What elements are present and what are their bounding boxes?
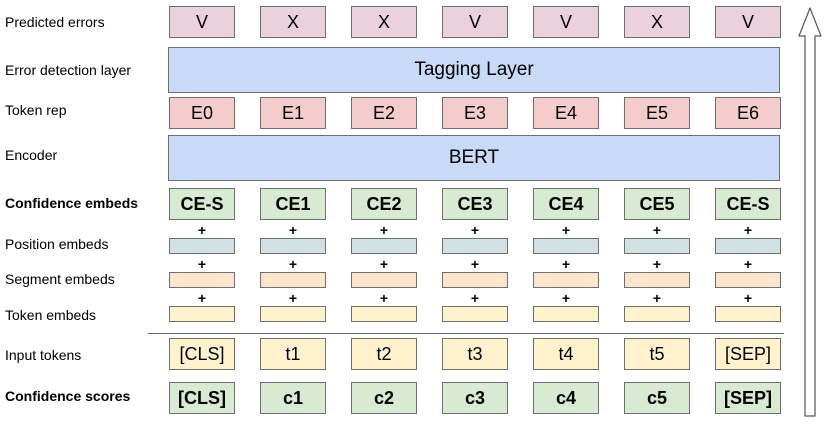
segment-embed-box-4	[533, 272, 599, 288]
label-token-embeds: Token embeds	[5, 307, 97, 323]
label-encoder: Encoder	[5, 147, 58, 163]
predicted-error-box-0: V	[169, 6, 235, 38]
plus-sign-2-5: +	[652, 290, 662, 306]
confidence-embed-box-3: CE3	[442, 188, 508, 220]
token-embed-box-6	[715, 306, 781, 322]
plus-sign-0-3: +	[470, 222, 480, 238]
predicted-error-box-5: X	[624, 6, 690, 38]
confidence-score-box-1: c1	[260, 382, 326, 414]
predicted-error-box-6: V	[715, 6, 781, 38]
label-position-embeds: Position embeds	[5, 236, 109, 252]
token-rep-box-4: E4	[533, 97, 599, 129]
plus-sign-2-2: +	[379, 290, 389, 306]
label-confidence-scores: Confidence scores	[5, 388, 131, 404]
position-embed-box-4	[533, 238, 599, 254]
label-confidence-embeds: Confidence embeds	[5, 195, 139, 211]
confidence-embed-box-4: CE4	[533, 188, 599, 220]
position-embed-box-1	[260, 238, 326, 254]
plus-sign-1-5: +	[652, 256, 662, 272]
plus-sign-2-3: +	[470, 290, 480, 306]
token-embed-box-2	[351, 306, 417, 322]
input-token-box-5: t5	[624, 338, 690, 370]
token-rep-box-3: E3	[442, 97, 508, 129]
confidence-score-box-6: [SEP]	[715, 382, 781, 414]
plus-sign-2-6: +	[743, 290, 753, 306]
upward-arrow-icon	[798, 7, 822, 417]
token-embed-box-1	[260, 306, 326, 322]
token-embed-box-3	[442, 306, 508, 322]
plus-sign-1-2: +	[379, 256, 389, 272]
confidence-score-box-0: [CLS]	[169, 382, 235, 414]
label-error-detection-layer: Error detection layer	[5, 62, 132, 78]
plus-sign-1-3: +	[470, 256, 480, 272]
segment-embed-box-2	[351, 272, 417, 288]
token-rep-box-0: E0	[169, 97, 235, 129]
token-rep-box-1: E1	[260, 97, 326, 129]
confidence-embed-box-1: CE1	[260, 188, 326, 220]
label-token-rep: Token rep	[5, 102, 67, 118]
confidence-score-box-3: c3	[442, 382, 508, 414]
segment-embed-box-6	[715, 272, 781, 288]
predicted-error-box-3: V	[442, 6, 508, 38]
token-rep-box-5: E5	[624, 97, 690, 129]
label-input-tokens: Input tokens	[5, 347, 82, 363]
plus-sign-0-1: +	[288, 222, 298, 238]
segment-embed-box-0	[169, 272, 235, 288]
plus-sign-0-5: +	[652, 222, 662, 238]
plus-sign-2-4: +	[561, 290, 571, 306]
predicted-error-box-1: X	[260, 6, 326, 38]
confidence-embed-box-5: CE5	[624, 188, 690, 220]
plus-sign-0-0: +	[197, 222, 207, 238]
input-token-box-1: t1	[260, 338, 326, 370]
token-rep-box-2: E2	[351, 97, 417, 129]
predicted-error-box-2: X	[351, 6, 417, 38]
confidence-embed-box-2: CE2	[351, 188, 417, 220]
plus-sign-0-4: +	[561, 222, 571, 238]
input-token-box-6: [SEP]	[715, 338, 781, 370]
plus-sign-1-0: +	[197, 256, 207, 272]
position-embed-box-5	[624, 238, 690, 254]
label-predicted-errors: Predicted errors	[5, 14, 105, 30]
plus-sign-0-2: +	[379, 222, 389, 238]
plus-sign-1-4: +	[561, 256, 571, 272]
plus-sign-0-6: +	[743, 222, 753, 238]
input-token-box-2: t2	[351, 338, 417, 370]
plus-sign-1-6: +	[743, 256, 753, 272]
input-token-box-4: t4	[533, 338, 599, 370]
segment-embed-box-5	[624, 272, 690, 288]
plus-sign-2-0: +	[197, 290, 207, 306]
position-embed-box-0	[169, 238, 235, 254]
tagging-layer-box: Tagging Layer	[168, 47, 780, 93]
confidence-score-box-4: c4	[533, 382, 599, 414]
token-embed-box-0	[169, 306, 235, 322]
position-embed-box-2	[351, 238, 417, 254]
predicted-error-box-4: V	[533, 6, 599, 38]
confidence-score-box-5: c5	[624, 382, 690, 414]
confidence-embed-box-0: CE-S	[169, 188, 235, 220]
input-token-box-0: [CLS]	[169, 338, 235, 370]
confidence-score-box-2: c2	[351, 382, 417, 414]
label-segment-embeds: Segment embeds	[5, 271, 115, 287]
plus-sign-2-1: +	[288, 290, 298, 306]
token-rep-box-6: E6	[715, 97, 781, 129]
divider-line	[148, 333, 784, 334]
segment-embed-box-3	[442, 272, 508, 288]
position-embed-box-3	[442, 238, 508, 254]
bert-encoder-box: BERT	[168, 135, 780, 181]
confidence-embed-box-6: CE-S	[715, 188, 781, 220]
segment-embed-box-1	[260, 272, 326, 288]
token-embed-box-5	[624, 306, 690, 322]
position-embed-box-6	[715, 238, 781, 254]
input-token-box-3: t3	[442, 338, 508, 370]
token-embed-box-4	[533, 306, 599, 322]
plus-sign-1-1: +	[288, 256, 298, 272]
